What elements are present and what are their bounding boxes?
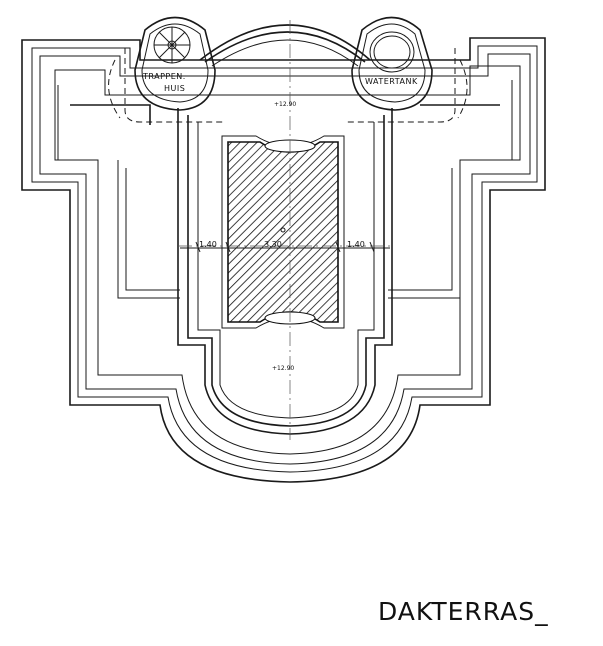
- level-top: +12.90: [274, 101, 296, 108]
- stair-label-1: TRAPPEN.: [142, 72, 186, 81]
- dim-center: 3.30: [264, 240, 282, 249]
- right-parapet: [388, 80, 513, 299]
- stair-tower: [134, 16, 216, 111]
- water-tank-label: WATERTANK: [365, 77, 418, 86]
- dim-right: 1.40: [347, 240, 365, 249]
- dim-left: 1.40: [199, 240, 217, 249]
- labels: TRAPPEN. HUIS WATERTANK +12.90 +12.90 1.…: [142, 72, 418, 372]
- centerlines: [178, 20, 392, 440]
- water-tank-tower: [351, 16, 433, 111]
- tank-icon: [369, 31, 415, 73]
- level-bottom: +12.90: [272, 365, 294, 372]
- top-arch: [199, 24, 371, 67]
- stair-label-2: HUIS: [164, 84, 185, 93]
- left-parapet: [57, 85, 180, 299]
- drawing-title: DAKTERRAS_: [378, 597, 549, 626]
- dimension-line: [180, 227, 390, 253]
- roof-edge-dashed: [108, 48, 468, 123]
